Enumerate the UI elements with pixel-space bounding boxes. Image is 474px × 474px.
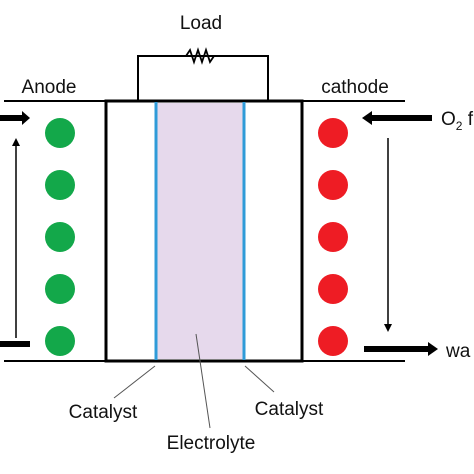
cathode-particle [318,326,348,356]
oxygen-in-arrowhead [362,111,372,125]
electrolyte-label: Electrolyte [167,433,256,454]
fuel-in-arrowhead [22,111,30,125]
anode-particle [45,222,75,252]
anode-particle [45,326,75,356]
electrolyte-region [156,103,244,359]
water-out-label: wa [445,341,471,362]
cathode-particle [318,118,348,148]
anode-particle [45,170,75,200]
anode-particle [45,118,75,148]
catalyst-right-leader [244,365,275,393]
anode-particles [45,118,75,356]
external-circuit-wire [137,55,269,102]
anode-particle [45,274,75,304]
cathode-particle [318,222,348,252]
load-label: Load [180,13,222,34]
cathode-particle [318,170,348,200]
oxygen-in-label: O2 f [441,109,474,133]
water-out-arrowhead [428,342,438,356]
resistor-icon [185,47,215,65]
cathode-label: cathode [321,77,389,98]
cathode-particle [318,274,348,304]
catalyst-left-label: Catalyst [69,402,138,423]
catalyst-left-leader [113,365,156,399]
catalyst-right-label: Catalyst [255,399,324,420]
anode-label: Anode [22,77,77,98]
cathode-particles [318,118,348,356]
electrolyte-leader [195,333,211,429]
